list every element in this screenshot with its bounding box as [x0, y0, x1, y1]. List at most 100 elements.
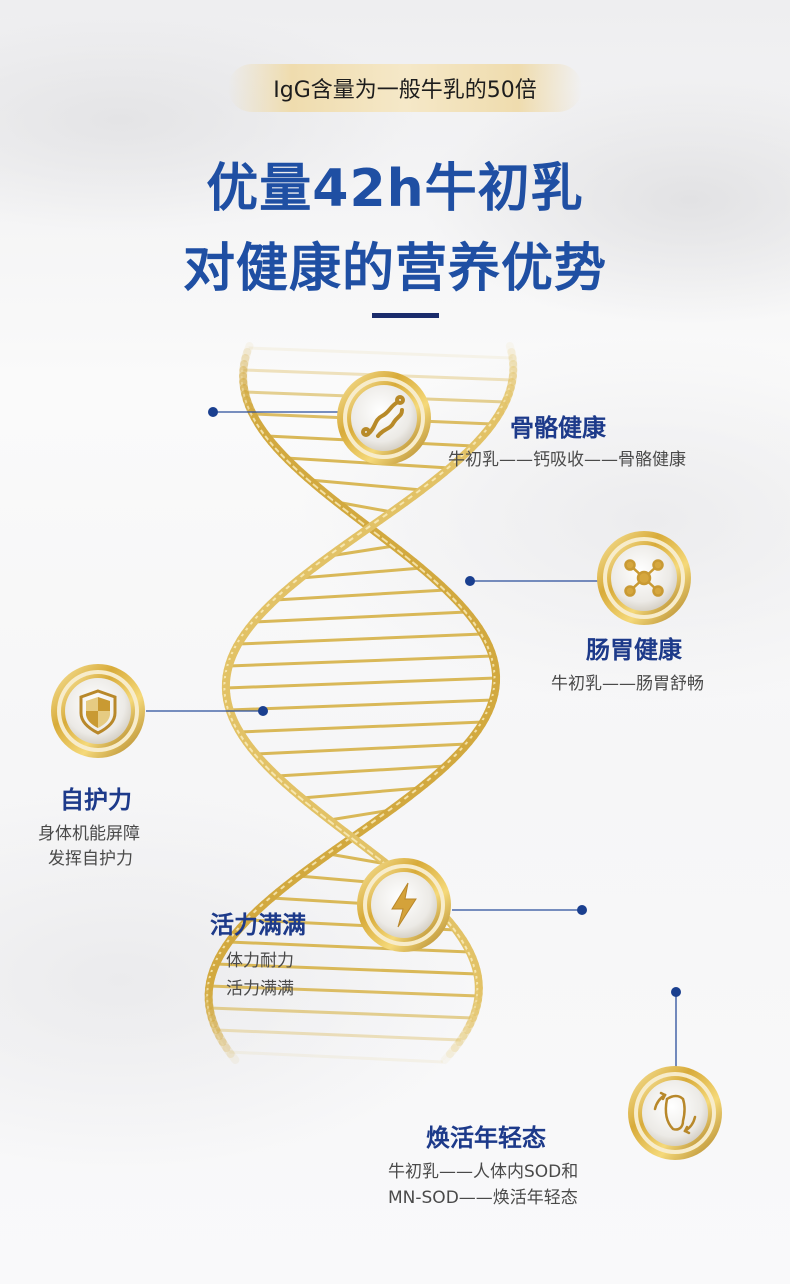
page-title-line2: 对健康的营养优势 [182, 239, 607, 299]
helix-strand-segment [463, 1020, 475, 1034]
helix-strand-highlight [457, 1035, 463, 1043]
feature-immunity-desc-line2: 发挥自护力 [48, 849, 133, 869]
feature-vitality-desc-line2: 活力满满 [226, 979, 294, 999]
helix-rung [329, 544, 394, 558]
feature-youth-desc-line2: MN-SOD——焕活年轻态 [388, 1188, 578, 1208]
lightning-icon [391, 882, 417, 928]
helix-rung [248, 346, 513, 360]
helix-rung [274, 588, 447, 602]
helix-strand-segment [508, 354, 518, 368]
helix-rung [309, 478, 422, 492]
helix-rung [253, 610, 467, 624]
feature-gut-desc: 牛初乳——肠胃舒畅 [551, 674, 704, 694]
shield-icon [79, 689, 117, 735]
helix-strand-segment [209, 1020, 221, 1034]
medallion-bone [337, 371, 431, 465]
feature-vitality-title: 活力满满 [210, 911, 306, 939]
medallion-vitality [357, 858, 451, 952]
connector-lines [146, 411, 677, 1070]
feature-youth-title: 焕活年轻态 [426, 1124, 546, 1152]
helix-strand-segment [218, 1038, 231, 1052]
helix-strand-segment [215, 1032, 227, 1046]
molecule-icon [624, 559, 664, 597]
connector-dot [258, 706, 268, 716]
helix-rung [336, 500, 392, 514]
feature-bone-title: 骨骼健康 [510, 414, 606, 442]
helix-strand-highlight [209, 1017, 214, 1025]
helix-strand-highlight [442, 1053, 450, 1061]
helix-strand-segment [466, 1014, 477, 1028]
helix-strand-highlight [211, 1023, 216, 1031]
medallion-immunity [51, 664, 145, 758]
helix-strand-highlight [240, 363, 244, 371]
helix-strand-highlight [224, 1047, 231, 1055]
helix-strand-segment [243, 342, 254, 356]
helix-rung [238, 632, 483, 646]
helix-rung [215, 962, 478, 976]
helix-strand-highlight [461, 1029, 467, 1037]
helix-strand-highlight [220, 1041, 226, 1049]
helix-rung [329, 808, 392, 822]
feature-immunity-title: 自护力 [60, 786, 132, 814]
helix-strand-segment [239, 360, 249, 374]
connector-dot [671, 987, 681, 997]
helix-rung [209, 1006, 473, 1020]
feature-immunity-desc-line1: 身体机能屏障 [38, 824, 140, 844]
helix-rung [328, 852, 387, 866]
title-underline [372, 313, 439, 318]
helix-rung [228, 940, 470, 954]
helix-strand-highlight [510, 357, 513, 365]
helix-strand-segment [459, 1026, 472, 1040]
helix-strand-segment [440, 1050, 454, 1064]
feature-bone-desc: 牛初乳——钙吸收——骨骼健康 [448, 450, 686, 470]
helix-rung [255, 742, 468, 756]
helix-rung [301, 786, 421, 800]
helix-rung [239, 720, 484, 734]
helix-rung [225, 676, 497, 690]
helix-rung [300, 566, 422, 580]
helix-rung [209, 984, 479, 998]
helix-strand-segment [222, 1044, 235, 1058]
helix-strand-highlight [452, 1041, 459, 1049]
helix-rung [276, 764, 446, 778]
helix-strand-segment [455, 1032, 468, 1046]
connector-dots [208, 407, 681, 997]
helix-strand-segment [241, 348, 252, 362]
helix-strand-segment [207, 1014, 218, 1028]
connector-dot [577, 905, 587, 915]
bone-joint-icon [361, 395, 405, 438]
helix-rung [229, 698, 493, 712]
face-refresh-icon [653, 1091, 697, 1135]
helix-strand-highlight [447, 1047, 455, 1055]
helix-strand-segment [505, 342, 516, 356]
helix-strand-segment [212, 1026, 224, 1040]
helix-strand-highlight [242, 351, 247, 359]
helix-strand-highlight [507, 345, 511, 353]
helix-strand-highlight [464, 1023, 470, 1031]
medallion-gut [597, 531, 691, 625]
helix-strand-highlight [241, 357, 245, 365]
helix-strand-highlight [228, 1053, 235, 1061]
feature-youth-desc-line1: 牛初乳——人体内SOD和 [388, 1162, 579, 1182]
helix-rung [285, 456, 450, 470]
medallion-youth [628, 1066, 722, 1160]
helix-strand-segment [450, 1038, 464, 1052]
helix-strand-highlight [213, 1029, 219, 1037]
page-title-line1: 优量42h牛初乳 [206, 159, 584, 219]
helix-strand-highlight [244, 345, 249, 353]
helix-strand-segment [507, 348, 517, 362]
connector-dot [208, 407, 218, 417]
helix-strand-segment [240, 354, 250, 368]
helix-strand-highlight [467, 1017, 473, 1025]
helix-strand-segment [226, 1050, 240, 1064]
helix-strand-highlight [216, 1035, 223, 1043]
helix-rung [229, 1050, 443, 1064]
feature-vitality-desc-line1: 体力耐力 [226, 951, 294, 971]
helix-strand-highlight [508, 351, 513, 359]
helix-rung [216, 1028, 461, 1042]
connector-dot [465, 576, 475, 586]
helix-rung [228, 654, 493, 668]
igg-badge-text: IgG含量为一般牛乳的50倍 [273, 78, 537, 103]
